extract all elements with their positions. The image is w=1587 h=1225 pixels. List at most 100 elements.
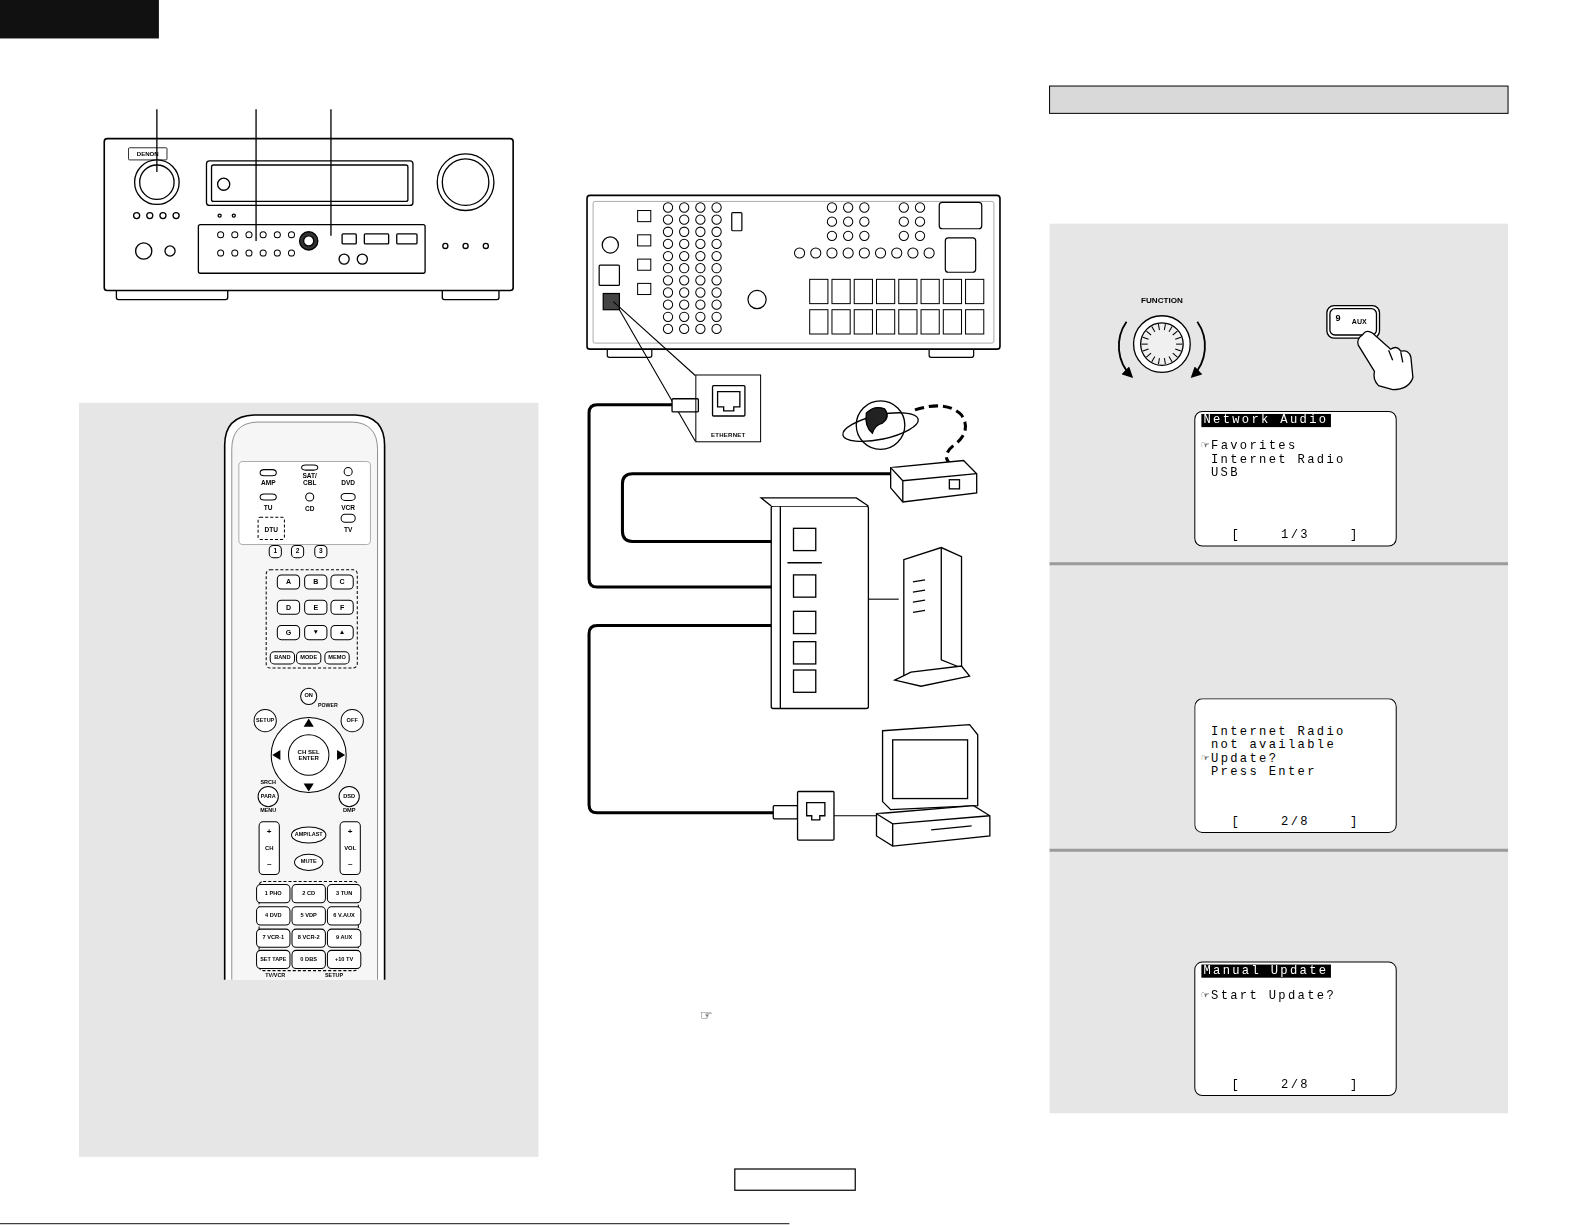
receiver-rear xyxy=(599,265,619,285)
button-label: SETUP xyxy=(256,718,274,724)
button-label: DSD xyxy=(343,794,355,800)
connection-dash xyxy=(915,406,966,468)
button-label: G xyxy=(286,629,292,636)
rear-jack xyxy=(712,239,721,248)
remote-button xyxy=(291,546,303,558)
rear-jack xyxy=(854,279,872,303)
remote-button xyxy=(327,929,360,947)
rear-jack xyxy=(712,300,721,309)
remote-button xyxy=(341,514,355,522)
remote-button xyxy=(295,854,323,870)
button-label: SAT/ CBL xyxy=(300,473,320,487)
receiver-front xyxy=(129,148,167,160)
rear-jack xyxy=(663,324,672,333)
receiver-front xyxy=(104,139,513,300)
rear-jack xyxy=(854,310,872,334)
router-hub xyxy=(794,642,816,664)
remote-button xyxy=(304,719,314,727)
callout-leader xyxy=(157,109,331,241)
button-label: 1 PHO xyxy=(265,891,282,897)
remote-button xyxy=(260,494,276,500)
receiver-rear xyxy=(732,213,742,231)
rear-jack xyxy=(827,203,836,212)
rear-jack xyxy=(638,283,651,294)
function-knob xyxy=(1164,358,1165,364)
button-label: AUX xyxy=(1352,318,1367,325)
receiver-buttons xyxy=(218,232,224,238)
router-tower xyxy=(941,548,961,668)
button-label: 5 VDP xyxy=(301,913,317,919)
remote-button xyxy=(257,950,290,968)
screen-text: Internet Radio xyxy=(1211,453,1346,466)
pressing-hand xyxy=(1358,331,1413,389)
internet-globe xyxy=(840,407,920,447)
computer xyxy=(883,725,978,810)
receiver-front xyxy=(147,213,153,219)
rear-jack xyxy=(696,227,705,236)
receiver-front xyxy=(218,214,221,217)
step-panel xyxy=(1050,562,1508,565)
receiver-front xyxy=(364,234,388,244)
receiver-front xyxy=(206,161,412,206)
page-bottom-rule xyxy=(0,1223,789,1224)
callout-leader xyxy=(156,109,157,172)
rear-jack xyxy=(832,279,850,303)
page-reference: ☞ xyxy=(700,1008,713,1023)
function-knob xyxy=(1143,337,1149,339)
rear-jack xyxy=(899,310,917,334)
remote-button xyxy=(306,493,314,501)
rear-jack xyxy=(712,251,721,260)
rear-jack xyxy=(899,231,908,240)
screen-title: Manual Update xyxy=(1201,965,1330,978)
receiver-front xyxy=(136,243,152,259)
button-label: MUTE xyxy=(301,859,317,865)
function-knob xyxy=(1175,349,1181,351)
leader-line xyxy=(868,599,898,600)
remote-control xyxy=(225,415,385,980)
receiver-front xyxy=(173,213,179,219)
router-hub xyxy=(794,575,816,597)
ethernet-jack xyxy=(713,386,745,416)
rear-jack xyxy=(843,248,853,258)
computer xyxy=(931,826,971,830)
rear-jack xyxy=(811,248,821,258)
rear-jack xyxy=(859,248,869,258)
button-label: AMP xyxy=(261,480,276,487)
function-knob xyxy=(1164,324,1165,330)
receiver-buttons xyxy=(260,250,266,256)
remote-button xyxy=(291,827,325,843)
receiver-front xyxy=(397,234,417,244)
rear-jack xyxy=(663,288,672,297)
rear-jack xyxy=(712,324,721,333)
remote-button xyxy=(297,652,321,664)
receiver-front xyxy=(443,243,448,248)
rear-jack xyxy=(680,324,689,333)
brand-logo: DENON xyxy=(137,151,159,157)
pc-jack xyxy=(798,791,834,840)
rear-jack xyxy=(860,203,869,212)
rear-jack xyxy=(696,251,705,260)
button-label: 4 DVD xyxy=(265,913,282,919)
remote-control xyxy=(232,422,378,980)
button-label: + xyxy=(348,828,353,836)
receiver-buttons xyxy=(288,232,294,238)
remote-button xyxy=(339,786,359,806)
rear-jack xyxy=(680,264,689,273)
router-tower xyxy=(895,548,970,687)
pressing-hand xyxy=(1389,350,1403,362)
remote-button xyxy=(271,718,346,793)
rear-jack xyxy=(696,203,705,212)
leader-line xyxy=(834,815,877,816)
rear-jack xyxy=(966,310,984,334)
remote-button xyxy=(292,907,325,925)
receiver-rear xyxy=(603,294,619,310)
button-label: F xyxy=(340,604,344,611)
receiver-buttons xyxy=(246,232,252,238)
cable-plug xyxy=(773,806,797,819)
function-knob xyxy=(1158,358,1159,364)
leader-line xyxy=(868,599,898,600)
remote-button xyxy=(341,493,355,500)
receiver-front xyxy=(218,178,230,190)
function-knob xyxy=(1142,344,1148,345)
screen-text: ☞Update? xyxy=(1201,753,1278,766)
